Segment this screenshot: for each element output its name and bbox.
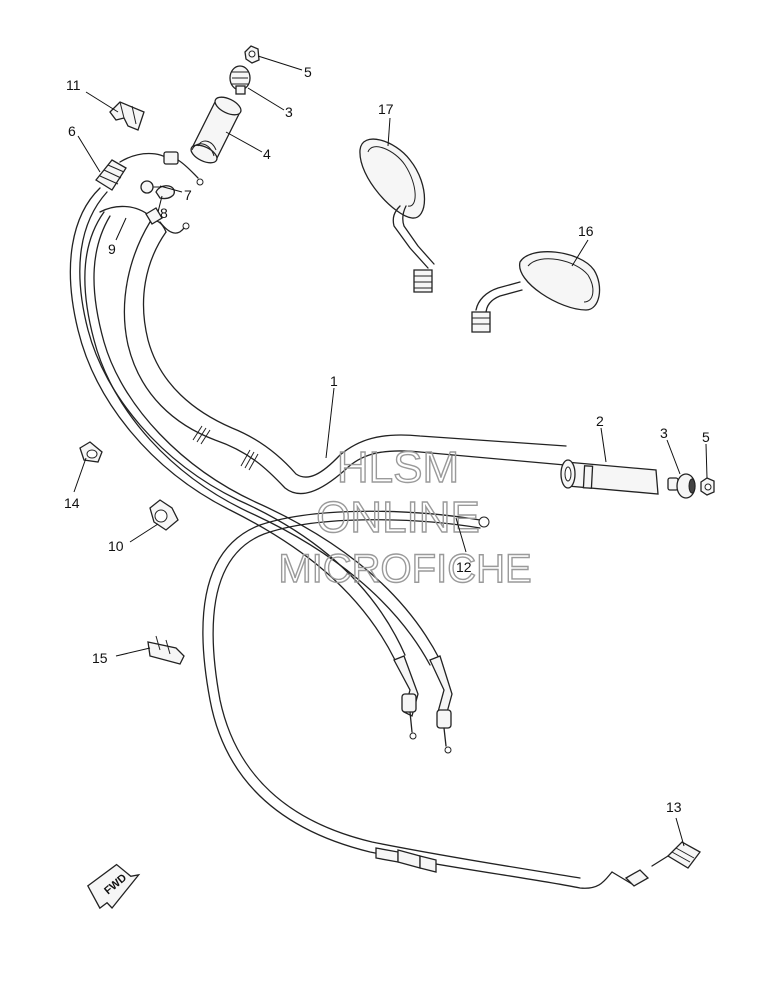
callout-11: 11	[66, 77, 81, 93]
watermark: HLSM ONLINE MICROFICHE	[278, 442, 533, 591]
watermark-line-2: ONLINE	[316, 493, 480, 542]
callout-13: 13	[666, 799, 682, 815]
mirror-left	[359, 138, 435, 293]
callout-4: 4	[263, 146, 271, 162]
clamp-15	[147, 635, 185, 665]
callout-5-left: 5	[304, 64, 312, 80]
callout-17: 17	[378, 101, 394, 117]
callout-14: 14	[64, 495, 80, 511]
switch-wire	[99, 205, 190, 234]
clamp-11	[109, 101, 145, 131]
callout-10: 10	[108, 538, 124, 554]
throttle-cables	[69, 187, 453, 754]
right-grip	[560, 459, 659, 495]
callout-16: 16	[578, 223, 594, 239]
callout-1: 1	[330, 373, 338, 389]
mirror-right	[471, 251, 601, 333]
leader-lines	[73, 55, 708, 847]
callout-8: 8	[160, 205, 168, 221]
clamp-10	[149, 499, 179, 531]
watermark-line-3: MICROFICHE	[278, 547, 531, 591]
callout-9: 9	[108, 241, 116, 257]
callout-12: 12	[456, 559, 472, 575]
bar-end-weight-left	[229, 65, 251, 95]
fwd-arrow: FWD	[86, 863, 141, 910]
callout-3-right: 3	[660, 425, 668, 441]
bar-end-screw-right	[700, 477, 715, 496]
callouts: 1 2 3 3 4 5 5 6 7 8 9 10 11 12 13 14 15 …	[64, 64, 710, 815]
bar-end-screw-left	[244, 45, 260, 64]
clamp-14	[79, 441, 103, 463]
callout-3-left: 3	[285, 104, 293, 120]
throttle-screw	[140, 180, 162, 194]
speed-sensor	[651, 841, 701, 869]
bar-end-weight-right	[667, 473, 696, 499]
throttle-housing	[95, 151, 204, 191]
handlebar-knurl-left	[192, 425, 259, 471]
callout-7: 7	[184, 187, 192, 203]
callout-15: 15	[92, 650, 108, 666]
callout-6: 6	[68, 123, 76, 139]
watermark-line-1: HLSM	[337, 443, 459, 492]
left-grip	[190, 96, 242, 164]
callout-2: 2	[596, 413, 604, 429]
callout-5-right: 5	[702, 429, 710, 445]
long-cable	[202, 510, 650, 889]
